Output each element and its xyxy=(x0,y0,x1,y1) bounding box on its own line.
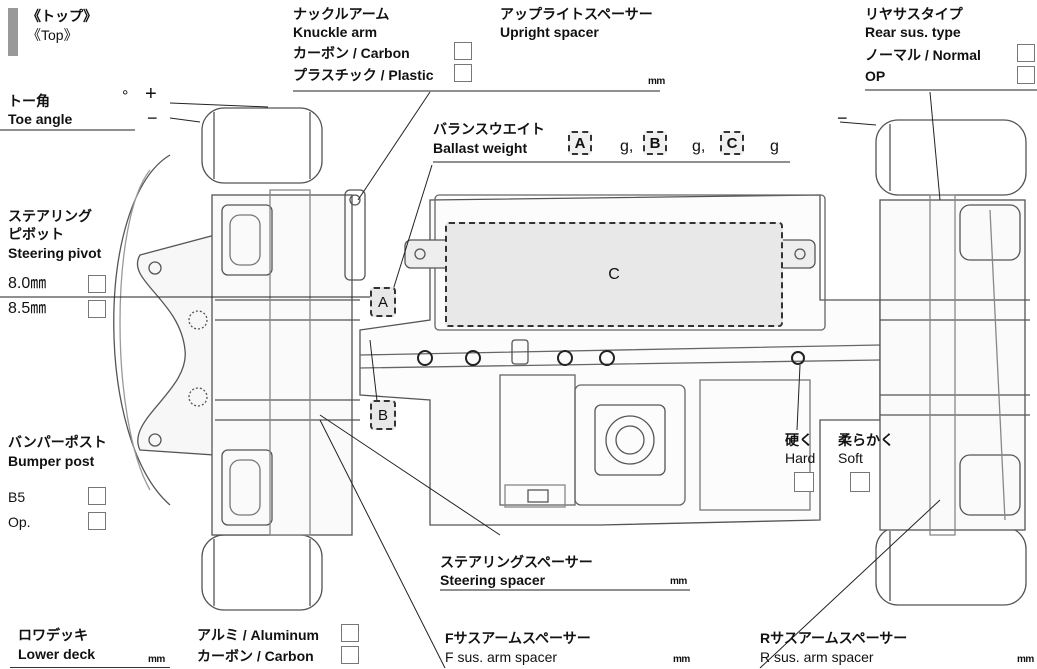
view-title-jp: 《トップ》 xyxy=(27,8,97,24)
lower-deck-underline xyxy=(10,667,170,668)
steering-pivot-8-0-checkbox[interactable] xyxy=(88,275,106,293)
bumper-post-op-checkbox[interactable] xyxy=(88,512,106,530)
lower-deck-en: Lower deck xyxy=(18,646,96,662)
knuckle-arm-jp: ナックルアーム xyxy=(293,6,390,22)
f-sus-spacer-en: F sus. arm spacer xyxy=(445,649,558,665)
hard-en: Hard xyxy=(785,450,816,466)
lower-deck-carbon-checkbox[interactable] xyxy=(341,646,359,664)
toe-plus-sign: + xyxy=(145,83,157,105)
toe-rear-minus-sign: − xyxy=(837,108,848,128)
steering-spacer-unit: mm xyxy=(670,576,687,587)
steering-spacer-jp: ステアリングスペーサー xyxy=(440,554,593,570)
rear-sus-jp: リヤサスタイプ xyxy=(865,6,963,22)
toe-degree-symbol: ° xyxy=(122,88,129,105)
rear-sus-normal-label: ノーマル / Normal xyxy=(865,47,981,63)
steering-pivot-8-5-checkbox[interactable] xyxy=(88,300,106,318)
ballast-weight-en: Ballast weight xyxy=(433,140,528,156)
weight-a-marker: A xyxy=(370,287,396,317)
ballast-b-marker: B xyxy=(643,131,667,155)
knuckle-plastic-label: プラスチック / Plastic xyxy=(293,67,434,83)
front-bumper xyxy=(113,154,171,506)
front-bumper-plate xyxy=(136,234,216,456)
lower-deck-aluminum-label: アルミ / Aluminum xyxy=(197,627,319,643)
lower-deck-unit: mm xyxy=(148,654,165,665)
weight-c-area: C xyxy=(445,222,783,327)
toe-angle-en: Toe angle xyxy=(8,111,73,127)
steering-spacer-en: Steering spacer xyxy=(440,572,546,588)
lower-deck-jp: ロワデッキ xyxy=(18,627,88,643)
bumper-post-b5-label: B5 xyxy=(8,489,26,505)
r-sus-spacer-unit: mm xyxy=(1017,654,1034,665)
soft-jp: 柔らかく xyxy=(838,432,894,448)
f-sus-spacer-jp: Fサスアームスペーサー xyxy=(445,630,591,646)
steering-pivot-8-5-label: 8.5㎜ xyxy=(8,300,47,317)
toe-angle-jp: トー角 xyxy=(8,93,50,109)
knuckle-carbon-checkbox[interactable] xyxy=(454,42,472,60)
ballast-b-unit: g, xyxy=(692,138,706,155)
r-sus-spacer-en: R sus. arm spacer xyxy=(760,649,874,665)
hard-jp: 硬く xyxy=(785,432,813,448)
ballast-c-unit: g xyxy=(770,138,779,155)
rear-sus-op-label: OP xyxy=(865,68,886,84)
knuckle-plastic-checkbox[interactable] xyxy=(454,64,472,82)
steering-pivot-8-0-label: 8.0㎜ xyxy=(8,275,47,292)
tire-front-left xyxy=(201,107,323,184)
ballast-c-marker: C xyxy=(720,131,744,155)
upright-spacer-unit: mm xyxy=(648,76,665,87)
rear-sus-en: Rear sus. type xyxy=(865,24,961,40)
steering-pivot-jp2: ピボット xyxy=(8,226,64,242)
ballast-a-unit: g, xyxy=(620,138,634,155)
hard-checkbox[interactable] xyxy=(794,472,814,492)
tire-front-right xyxy=(201,534,323,611)
weight-b-marker: B xyxy=(370,400,396,430)
bumper-post-jp: バンパーポスト xyxy=(8,434,107,450)
rear-sus-normal-checkbox[interactable] xyxy=(1017,44,1035,62)
bumper-post-op-label: Op. xyxy=(8,514,31,530)
knuckle-carbon-label: カーボン / Carbon xyxy=(293,45,410,61)
ballast-weight-jp: バランスウエイト xyxy=(433,121,545,137)
ballast-a-marker: A xyxy=(568,131,592,155)
toe-minus-sign: − xyxy=(147,108,158,128)
soft-checkbox[interactable] xyxy=(850,472,870,492)
bumper-post-en: Bumper post xyxy=(8,453,95,469)
f-sus-spacer-unit: mm xyxy=(673,654,690,665)
lower-deck-aluminum-checkbox[interactable] xyxy=(341,624,359,642)
soft-en: Soft xyxy=(838,450,863,466)
knuckle-arm-en: Knuckle arm xyxy=(293,24,378,40)
rear-sus-op-checkbox[interactable] xyxy=(1017,66,1035,84)
r-sus-spacer-jp: Rサスアームスペーサー xyxy=(760,630,908,646)
steering-pivot-jp1: ステアリング xyxy=(8,208,92,224)
bumper-post-b5-checkbox[interactable] xyxy=(88,487,106,505)
view-title-en: 《Top》 xyxy=(27,27,78,43)
upright-spacer-en: Upright spacer xyxy=(500,24,599,40)
tire-rear-left xyxy=(875,119,1027,196)
steering-pivot-en: Steering pivot xyxy=(8,245,102,261)
upright-spacer-jp: アップライトスペーサー xyxy=(500,6,653,22)
lower-deck-carbon-label: カーボン / Carbon xyxy=(197,648,314,664)
